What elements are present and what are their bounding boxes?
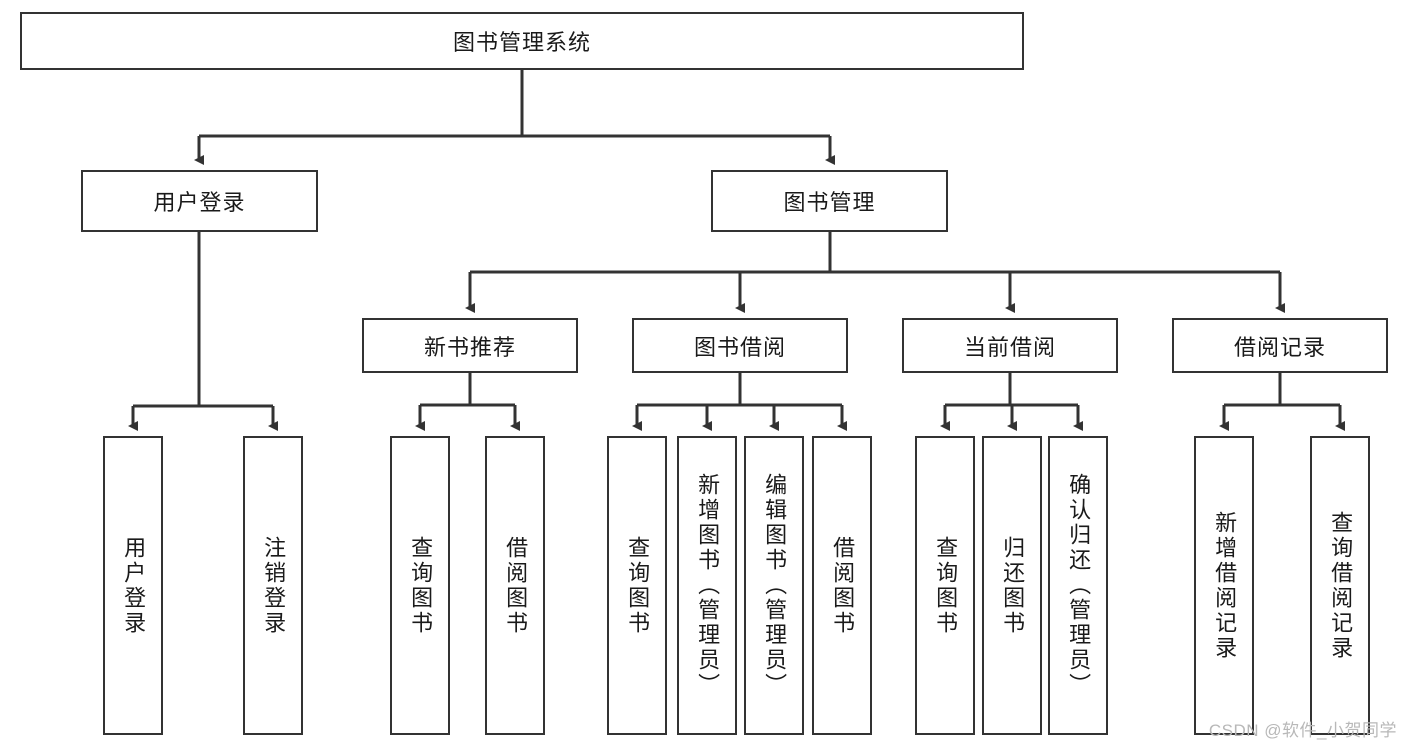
node-leaf-return-book[interactable]: 归还图书 bbox=[982, 436, 1042, 735]
node-leaf-query-book-borrow[interactable]: 查询图书 bbox=[607, 436, 667, 735]
node-leaf-add-record-label: 新增借阅记录 bbox=[1212, 510, 1238, 661]
node-leaf-confirm-return-label: 确认归还（管理员） bbox=[1066, 473, 1092, 698]
node-leaf-user-login-label: 用户登录 bbox=[121, 535, 147, 636]
node-leaf-query-record[interactable]: 查询借阅记录 bbox=[1310, 436, 1370, 735]
node-borrow-record-label: 借阅记录 bbox=[1233, 334, 1326, 360]
node-new-book-recommend[interactable]: 新书推荐 bbox=[362, 318, 578, 373]
node-leaf-borrow-book[interactable]: 借阅图书 bbox=[812, 436, 872, 735]
node-leaf-confirm-return[interactable]: 确认归还（管理员） bbox=[1048, 436, 1108, 735]
node-book-borrow-label: 图书借阅 bbox=[693, 334, 786, 360]
node-leaf-borrow-book-rec-label: 借阅图书 bbox=[503, 535, 529, 636]
node-root[interactable]: 图书管理系统 bbox=[20, 12, 1024, 70]
node-user-login[interactable]: 用户登录 bbox=[81, 170, 318, 232]
node-current-borrow-label: 当前借阅 bbox=[963, 334, 1056, 360]
node-leaf-user-logout-label: 注销登录 bbox=[261, 535, 287, 636]
node-leaf-edit-book[interactable]: 编辑图书（管理员） bbox=[744, 436, 804, 735]
node-leaf-query-book-cur[interactable]: 查询图书 bbox=[915, 436, 975, 735]
node-leaf-borrow-book-rec[interactable]: 借阅图书 bbox=[485, 436, 545, 735]
node-borrow-record[interactable]: 借阅记录 bbox=[1172, 318, 1388, 373]
node-leaf-query-book-rec[interactable]: 查询图书 bbox=[390, 436, 450, 735]
node-leaf-user-logout[interactable]: 注销登录 bbox=[243, 436, 303, 735]
node-book-borrow[interactable]: 图书借阅 bbox=[632, 318, 848, 373]
node-leaf-query-book-borrow-label: 查询图书 bbox=[625, 535, 651, 636]
node-leaf-add-record[interactable]: 新增借阅记录 bbox=[1194, 436, 1254, 735]
node-leaf-query-book-rec-label: 查询图书 bbox=[408, 535, 434, 636]
node-leaf-borrow-book-label: 借阅图书 bbox=[830, 535, 856, 636]
node-new-book-recommend-label: 新书推荐 bbox=[423, 334, 516, 360]
node-leaf-query-record-label: 查询借阅记录 bbox=[1328, 510, 1354, 661]
node-leaf-add-book[interactable]: 新增图书（管理员） bbox=[677, 436, 737, 735]
node-root-label: 图书管理系统 bbox=[452, 30, 591, 55]
node-leaf-add-book-label: 新增图书（管理员） bbox=[695, 473, 721, 698]
node-user-login-label: 用户登录 bbox=[153, 190, 246, 215]
node-leaf-edit-book-label: 编辑图书（管理员） bbox=[762, 473, 788, 698]
node-book-manage[interactable]: 图书管理 bbox=[711, 170, 948, 232]
node-leaf-return-book-label: 归还图书 bbox=[1000, 535, 1026, 636]
node-leaf-query-book-cur-label: 查询图书 bbox=[933, 535, 959, 636]
node-book-manage-label: 图书管理 bbox=[783, 190, 876, 215]
node-leaf-user-login[interactable]: 用户登录 bbox=[103, 436, 163, 735]
node-current-borrow[interactable]: 当前借阅 bbox=[902, 318, 1118, 373]
